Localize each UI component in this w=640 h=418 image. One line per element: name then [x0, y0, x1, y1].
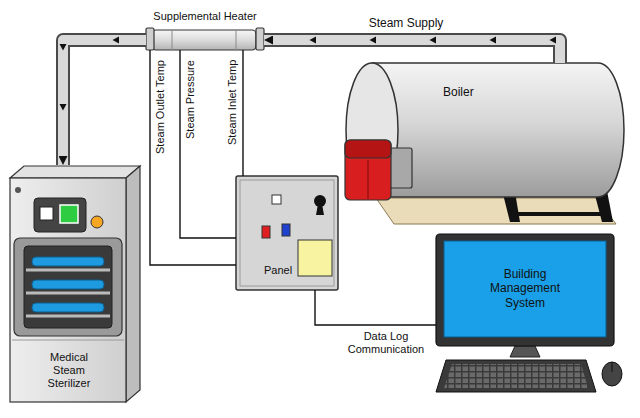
- boiler-drawing: [376, 198, 616, 224]
- sterilizer-drawing: [91, 216, 103, 228]
- bms-computer: Building Management System: [436, 234, 614, 346]
- panel-drawing: [240, 180, 334, 286]
- label-anchor: Steam Supply: [356, 13, 456, 31]
- sterilizer-drawing: [26, 315, 110, 318]
- label-anchor: Steam Inlet Temp: [226, 141, 311, 159]
- panel-drawing: [262, 226, 270, 238]
- label-anchor: Supplemental Heater: [146, 6, 264, 24]
- node-label: Supplemental Heater: [153, 10, 256, 23]
- computer-drawing: [602, 362, 622, 386]
- heater-drawing: [256, 28, 264, 50]
- computer-drawing: [612, 362, 613, 372]
- label-anchor: Steam Pressure: [184, 135, 263, 153]
- panel-drawing: [272, 195, 281, 204]
- sensor-wire: [150, 50, 236, 265]
- node-label: Boiler: [443, 85, 474, 99]
- panel-drawing: [298, 240, 332, 276]
- computer-drawing: [436, 234, 622, 392]
- flow-arrow: [490, 37, 497, 44]
- sterilizer-drawing: [126, 166, 140, 402]
- panel-drawing: [316, 204, 324, 215]
- boiler-drawing: [390, 148, 412, 188]
- sensor-wire-group: [150, 50, 236, 265]
- sterilizer-drawing: [24, 246, 112, 328]
- sterilizer-drawing: [60, 205, 78, 223]
- data-link-wire-group: [315, 290, 436, 325]
- steam-supply-pipe-group: [264, 37, 560, 64]
- node-label: Building Management System: [475, 267, 575, 310]
- sterilizer-drawing: [10, 166, 140, 178]
- boiler-drawing: [512, 212, 608, 216]
- computer-drawing: [436, 234, 614, 346]
- edge-label: Steam Inlet Temp: [226, 60, 239, 145]
- steam-sterilizer: Medical Steam Sterilizer: [8, 165, 142, 402]
- flow-arrow: [113, 37, 120, 44]
- label-anchor: Steam Outlet Temp: [154, 150, 248, 168]
- flow-arrow: [430, 37, 437, 44]
- supplemental-heater: Supplemental Heater: [146, 4, 264, 50]
- edge-label: Steam Supply: [369, 16, 444, 30]
- flow-arrow: [60, 104, 67, 111]
- steam-feed-pipe: [63, 40, 146, 165]
- pipe-outline: [63, 40, 146, 165]
- heater-drawing: [146, 28, 264, 50]
- computer-drawing: [444, 364, 588, 388]
- sterilizer-drawing: [12, 340, 124, 341]
- label-anchor: Medical Steam Sterilizer: [34, 351, 104, 391]
- data-link-wire: [315, 290, 436, 325]
- edge-label: Steam Outlet Temp: [154, 60, 167, 154]
- heater-drawing: [172, 30, 173, 50]
- pipe-outline: [264, 40, 560, 63]
- flow-arrow: [60, 44, 67, 51]
- panel-drawing: [282, 224, 290, 236]
- boiler-drawing: [367, 160, 368, 199]
- sterilizer-drawing: [10, 178, 126, 402]
- label-anchor: Boiler: [443, 82, 513, 100]
- boiler-drawing: [372, 63, 624, 197]
- sensor-wire: [242, 50, 243, 176]
- sensor-wire-group: [243, 50, 244, 176]
- boiler-drawing: [345, 63, 624, 224]
- flow-arrow: [370, 37, 377, 44]
- sterilizer-drawing: [26, 269, 110, 272]
- heater-drawing: [236, 30, 237, 50]
- steam-feed-pipe-group: [60, 37, 147, 166]
- panel-drawing: [236, 176, 338, 290]
- label-anchor: Data Log Communication: [338, 330, 434, 357]
- heater-drawing: [152, 30, 256, 50]
- computer-drawing: [510, 346, 540, 357]
- sterilizer-drawing: [32, 280, 104, 289]
- control-panel: Panel: [236, 176, 338, 290]
- edge-label: Data Log Communication: [338, 330, 434, 356]
- sterilizer-drawing: [15, 187, 21, 193]
- flow-arrow: [310, 37, 317, 44]
- panel-drawing: [236, 176, 338, 290]
- boiler: Boiler: [343, 63, 627, 197]
- edge-label: Steam Pressure: [184, 60, 197, 139]
- node-label: Medical Steam Sterilizer: [34, 351, 104, 391]
- heater-drawing: [146, 28, 154, 50]
- boiler-drawing: [345, 140, 391, 158]
- label-anchor: Panel: [264, 260, 314, 278]
- computer-drawing: [436, 360, 596, 392]
- computer-drawing: [444, 241, 606, 337]
- node-label: Panel: [264, 264, 292, 277]
- flow-arrow: [550, 37, 557, 44]
- sterilizer-drawing: [14, 238, 122, 336]
- sterilizer-drawing: [34, 198, 86, 232]
- sterilizer-drawing: [10, 166, 140, 402]
- steam-supply-pipe: [264, 40, 560, 63]
- label-anchor: Building Management System: [475, 267, 575, 311]
- sterilizer-drawing: [26, 292, 110, 295]
- boiler-drawing: [345, 140, 391, 200]
- sterilizer-drawing: [32, 257, 104, 266]
- sterilizer-drawing: [32, 303, 104, 312]
- sterilizer-drawing: [40, 207, 53, 220]
